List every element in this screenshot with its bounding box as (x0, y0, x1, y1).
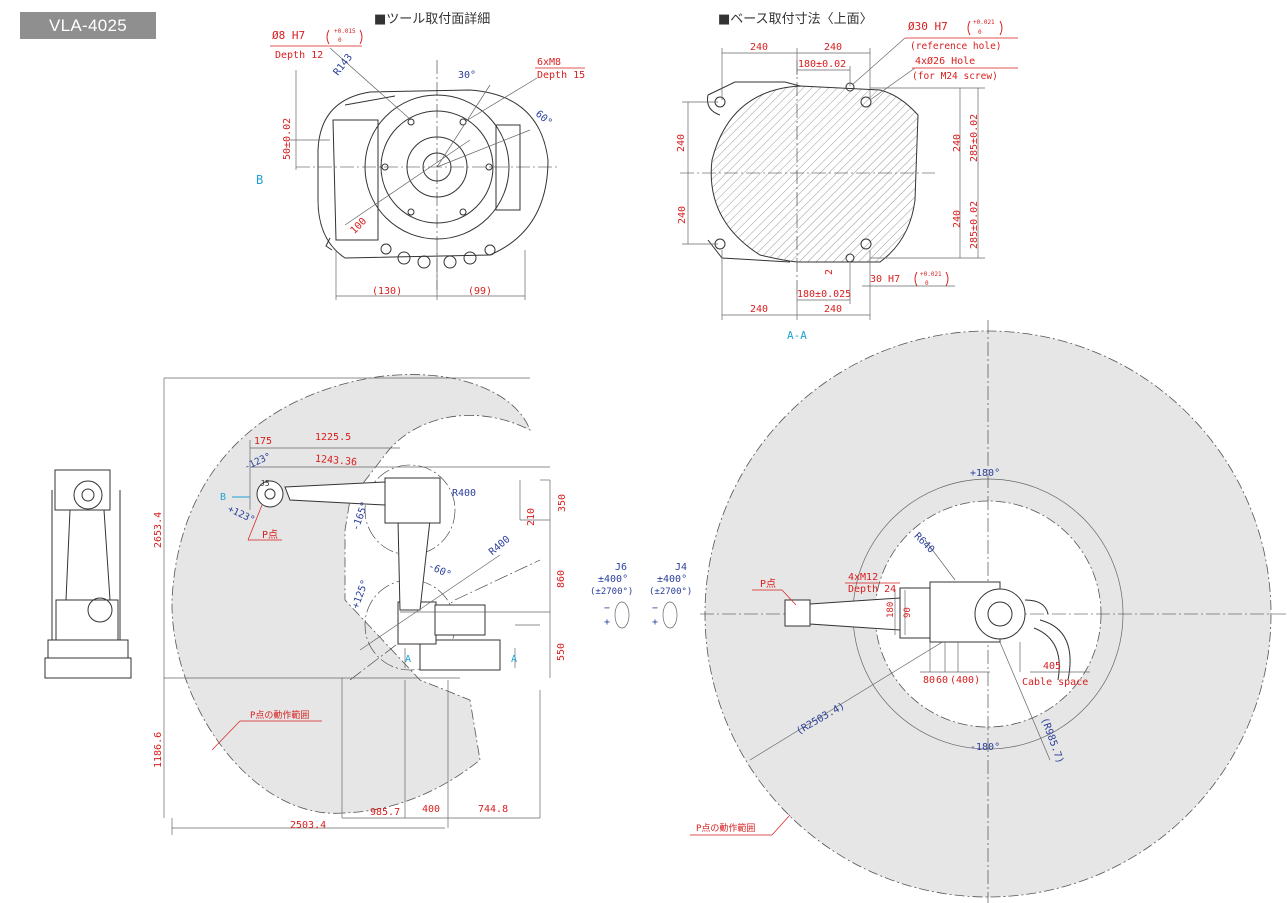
flange-hole-dia: Ø8 H7 (272, 29, 305, 42)
flange-thread-count: 6xM8 (537, 57, 561, 68)
base-dim-240-l2: 240 (677, 206, 688, 224)
side-dim-210: 210 (526, 508, 537, 526)
base-dim-240-b: 240 (824, 42, 842, 53)
top-dim-405: 405 (1043, 661, 1061, 672)
side-dim-860: 860 (556, 570, 567, 588)
base-dim-2: 2 (824, 269, 835, 275)
top-dim-90: 90 (903, 607, 913, 618)
j4-name: J4 (675, 562, 687, 573)
j4-range-alt: (±2700°) (649, 587, 692, 597)
base-ref-hole-note: (reference hole) (910, 41, 1002, 52)
side-section-a1: A (405, 654, 411, 665)
base-bolt-holes: 4xØ26 Hole (915, 55, 975, 67)
side-dim-1243: 1243.36 (315, 454, 358, 469)
j6-range: ±400° (598, 574, 628, 585)
side-r400-b: R400 (487, 534, 513, 558)
tool-flange-drawing: Ø8 H7 +0.015 0 Depth 12 R143 6xM8 Depth … (256, 28, 585, 300)
side-p-point: P点 (262, 529, 278, 541)
side-dim-985: 985.7 (370, 807, 400, 818)
flange-angle-60: 60° (533, 109, 554, 129)
j4-range: ±400° (657, 574, 687, 585)
top-tapped-depth: Depth 24 (848, 584, 896, 595)
side-ang-165: -165° (350, 500, 371, 532)
side-dim-2503: 2503.4 (290, 820, 326, 831)
base-dim-240-d: 240 (824, 304, 842, 315)
j6-name: J6 (615, 562, 627, 573)
top-dim-80: 80 (923, 675, 935, 686)
top-cable: Cable space (1022, 677, 1088, 688)
top-dim-400: (400) (950, 675, 980, 686)
base-dim-180-top: 180±0.02 (798, 59, 846, 70)
side-range-label: P点の動作範囲 (250, 709, 309, 721)
side-dim-350: 350 (557, 494, 568, 512)
base-dim-285-bot: 285±0.02 (969, 201, 980, 249)
base-dim-180-bot: 180±0.025 (797, 289, 851, 300)
j6-range-alt: (±2700°) (590, 587, 633, 597)
base-slot-tol-lower: 0 (925, 280, 929, 287)
flange-angle-30: 30° (458, 70, 476, 81)
top-ang-180-pos: +180° (970, 468, 1000, 479)
side-section-a2: A (511, 654, 517, 665)
side-ang-60: -60° (426, 561, 452, 581)
base-ref-hole-tol-upper: +0.021 (973, 19, 995, 26)
j6-minus: − (604, 603, 610, 614)
flange-view-b: B (256, 173, 263, 187)
flange-dim-100: 100 (349, 216, 370, 237)
base-dim-240-r1: 240 (952, 134, 963, 152)
j4-minus: − (652, 603, 658, 614)
top-p-point: P点 (760, 578, 776, 590)
tool-flange-title: ■ツール取付面詳細 (374, 12, 491, 27)
side-dim-2653: 2653.4 (153, 512, 164, 548)
flange-hole-tol-lower: 0 (338, 37, 342, 44)
base-dim-240-r2: 240 (952, 210, 963, 228)
flange-hole-depth: Depth 12 (275, 50, 323, 61)
side-ang-125: +125° (350, 578, 371, 610)
base-slot: 30 H7 (870, 274, 900, 285)
model-badge: VLA-4025 (20, 12, 156, 39)
base-dim-240-c: 240 (750, 304, 768, 315)
base-ref-hole-tol-lower: 0 (978, 29, 982, 36)
base-ref-hole-dia: Ø30 H7 (908, 20, 948, 33)
flange-thread-depth: Depth 15 (537, 70, 585, 81)
top-view-drawing: +180° -180° R640 4xM12 Depth 24 P点 180 9… (690, 320, 1287, 903)
side-dim-550: 550 (556, 643, 567, 661)
side-dim-1186: 1186.6 (153, 732, 164, 768)
top-dim-60: 60 (936, 675, 948, 686)
top-tapped: 4xM12 (848, 572, 878, 583)
flange-offset-50: 50±0.02 (282, 118, 293, 160)
j4-plus: + (652, 617, 658, 628)
base-dim-285-top: 285±0.02 (969, 114, 980, 162)
j6-plus: + (604, 617, 610, 628)
front-view-drawing (44, 469, 132, 679)
side-joint-j5: J5 (260, 479, 270, 488)
flange-dim-130: (130) (372, 286, 402, 297)
flange-hole-tol-upper: +0.015 (334, 28, 356, 35)
base-mount-title: ■ベース取付寸法〈上面〉 (718, 12, 873, 27)
base-section-label: A-A (787, 329, 807, 342)
side-dim-744: 744.8 (478, 804, 508, 815)
joint-range-notes: J6 ±400° (±2700°) J4 ±400° (±2700°) − + … (590, 562, 692, 629)
base-dim-240-l1: 240 (676, 134, 687, 152)
base-mount-drawing: Ø30 H7 +0.021 0 (reference hole) 4xØ26 H… (676, 19, 1018, 342)
base-bolt-note: (for M24 screw) (912, 71, 998, 82)
side-r400-a: R400 (452, 488, 476, 499)
top-dim-180: 180 (886, 602, 896, 618)
side-dim-400: 400 (422, 804, 440, 815)
side-view-b: B (220, 492, 226, 503)
top-range-label: P点の動作範囲 (696, 822, 755, 834)
flange-dim-99: (99) (468, 286, 492, 297)
side-dim-175: 175 (254, 436, 272, 447)
flange-radius: R143 (332, 52, 356, 78)
base-slot-tol-upper: +0.021 (920, 271, 942, 278)
base-dim-240-a: 240 (750, 42, 768, 53)
top-ang-180-neg: -180° (970, 742, 1000, 753)
side-dim-1225: 1225.5 (315, 432, 351, 443)
side-view-drawing: 175 1225.5 1243.36 -123° +123° J5 B P点 -… (153, 374, 568, 835)
